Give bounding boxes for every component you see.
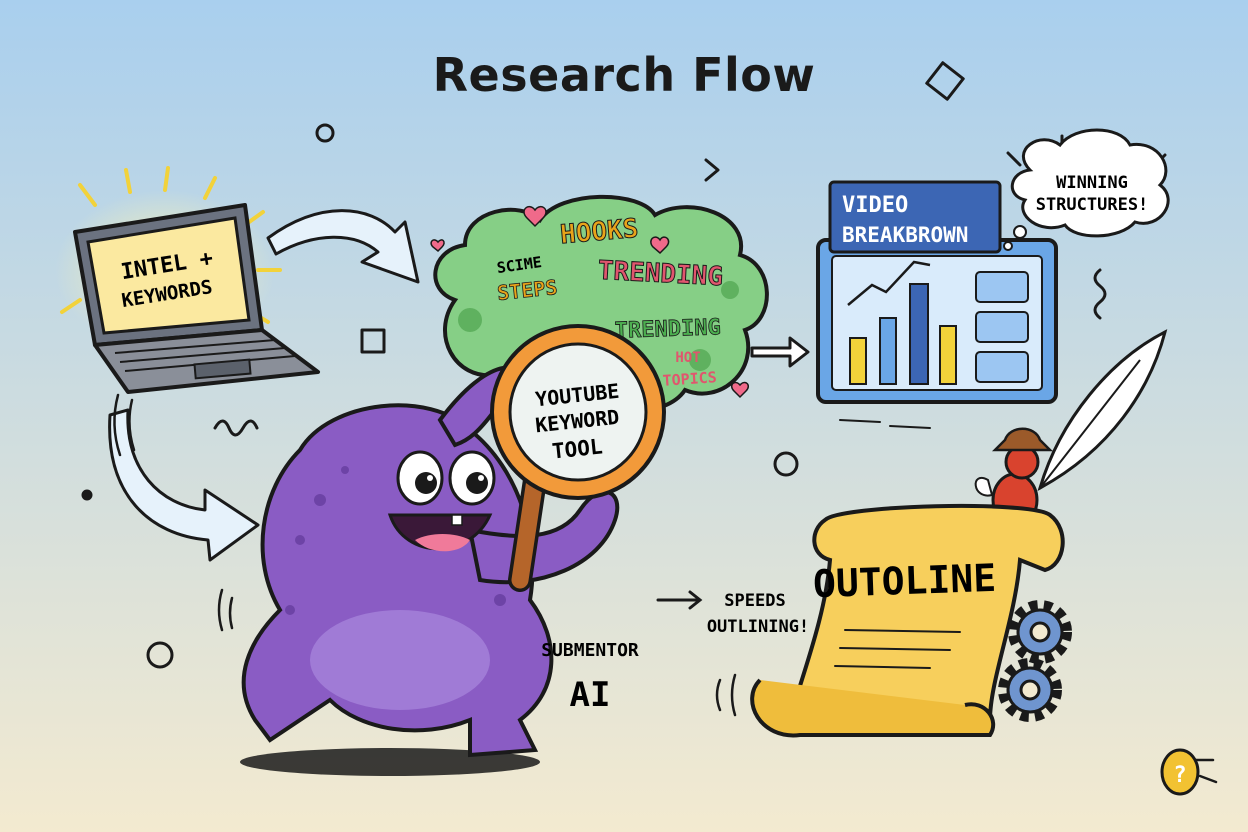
magnifying-glass-icon (490, 324, 666, 592)
panel-title-tab (828, 180, 1002, 254)
cloud-word-hooks: HOOKS (559, 214, 640, 251)
doodle-circle-icon (146, 641, 174, 669)
speeds-text-line1: SPEEDS (724, 591, 785, 611)
arrow-laptop-to-cloud (266, 209, 420, 284)
thought-text-line2: STRUCTURES! (1036, 195, 1149, 215)
trend-line-icon (847, 260, 931, 306)
arrow-cloud-to-panel (750, 336, 810, 368)
thought-bubble (1003, 128, 1170, 251)
monster-belly (310, 610, 490, 710)
cloud-word-trending-2: TRENDING (614, 315, 721, 344)
doodle-square-icon (360, 328, 386, 354)
brand-text-line2: AI (570, 675, 611, 715)
feather-quill-icon (1037, 329, 1168, 492)
speed-lines (839, 419, 931, 429)
cloud-word-trending-1: TRENDING (597, 256, 724, 293)
squiggle-icon (213, 419, 259, 437)
golden-egg-symbol: ? (1173, 763, 1186, 788)
scroll-lines (834, 629, 961, 669)
heart-icons (430, 206, 750, 399)
gear-icon (1008, 600, 1072, 664)
gear-icon (998, 658, 1062, 722)
monster-tongue (415, 534, 470, 552)
doodle-circle-icon (315, 123, 335, 143)
cloud-word-hot: HOT (675, 350, 700, 366)
squiggle-icon (1093, 268, 1107, 320)
panel-title-line1: VIDEO (842, 193, 908, 218)
thought-text-line1: WINNING (1056, 173, 1128, 193)
motion-lines (113, 393, 1218, 784)
page-title: Research Flow (432, 48, 816, 102)
scroll-bottom-roll (750, 678, 996, 738)
doodle-circle-icon (773, 451, 799, 477)
laptop-keyboard (114, 339, 296, 380)
laptop-base (93, 328, 320, 394)
video-breakdown-panel (816, 180, 1058, 429)
monster-tooth (451, 514, 463, 526)
laptop-screen (86, 216, 251, 335)
scroll-label: OUTOLINE (812, 556, 996, 606)
bar-chart-icon (849, 283, 957, 385)
smiley-card-icons (975, 271, 1029, 383)
cloud-word-topics: TOPICS (662, 368, 717, 390)
magnifier-text-line3: TOOL (551, 434, 604, 463)
monster-eyes (396, 450, 496, 506)
brand-text-line1: SUBMENTOR (541, 640, 639, 661)
gear-icons (998, 600, 1072, 722)
decorative-doodles (81, 61, 1167, 669)
speeds-arrow-icon (656, 590, 703, 610)
doodle-diamond-icon (925, 61, 965, 101)
flow-arrows (108, 209, 810, 562)
arrow-laptop-to-monster (108, 408, 260, 562)
monster-shadow (240, 748, 540, 776)
panel-title-line2: BREAKBROWN (842, 223, 968, 247)
thought-bubble-shape (1010, 128, 1170, 238)
golden-egg-icon[interactable]: ? (1160, 748, 1200, 796)
doodle-circle-icon (81, 489, 93, 501)
outline-scroll-illustration (750, 503, 1065, 738)
speeds-text-line2: OUTLINING! (707, 617, 809, 637)
magnifier-lens (508, 342, 648, 482)
small-arrow-icon (704, 158, 720, 182)
laptop-illustration (55, 166, 320, 394)
